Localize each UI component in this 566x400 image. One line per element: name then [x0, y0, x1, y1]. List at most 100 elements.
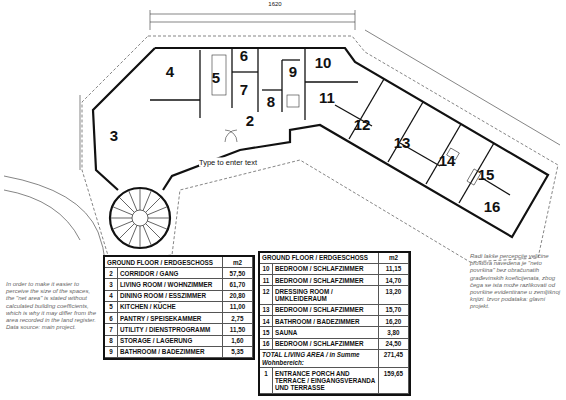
- stair-tread: [147, 207, 167, 215]
- callout-number: 16: [484, 198, 501, 216]
- table-cell: 6: [105, 313, 118, 324]
- note-text: In order to make it easier to perceive t…: [6, 281, 98, 331]
- callout-number: 3: [110, 127, 118, 145]
- stair-tread: [112, 221, 132, 229]
- table-cell: 16,20: [379, 316, 409, 327]
- inner-wall: [281, 60, 282, 112]
- table-cell: DRESSING ROOM / UMKLEIDERAUM: [273, 286, 379, 304]
- table-cell: 1: [260, 368, 273, 394]
- terrace-arc: [4, 190, 80, 240]
- stair-tread: [110, 218, 132, 219]
- terrace-outline: [82, 36, 558, 262]
- callout-number-holder: 5: [212, 69, 220, 87]
- table-cell: 14,70: [379, 275, 409, 286]
- table-cell: 20,80: [223, 291, 253, 302]
- inner-wall: [426, 124, 461, 184]
- table-cell: 9: [105, 347, 118, 358]
- dimension-line: [150, 22, 355, 23]
- table-cell: SAUNA: [273, 327, 379, 338]
- callout-number-holder: 9: [289, 63, 297, 81]
- dimension-line: [80, 95, 81, 170]
- callout-number: 14: [439, 152, 456, 170]
- table-cell: GROUND FLOOR / ERDGESCHOSS: [260, 253, 379, 264]
- table-cell: 13: [260, 305, 273, 316]
- callout-number-holder: 11: [319, 89, 335, 107]
- dimension-text: 1620: [268, 1, 281, 8]
- table-cell: m2: [223, 257, 253, 268]
- outer-wall: [93, 48, 155, 190]
- callout-number: 10: [315, 54, 332, 72]
- callout-number: 11: [319, 89, 335, 107]
- kitchen-counter: [212, 55, 226, 95]
- table-cell: 4: [105, 291, 118, 302]
- table-cell: 11,00: [223, 302, 253, 313]
- door-swing: [225, 130, 237, 142]
- stair-tread: [129, 190, 137, 210]
- callout-number: 7: [240, 81, 248, 99]
- table-cell: 15,70: [379, 305, 409, 316]
- note-text-holder: Radi lakše percepcije veličine prostora …: [470, 253, 562, 311]
- inner-wall: [232, 71, 258, 72]
- callout-number: 15: [478, 166, 495, 184]
- table-cell: 8: [105, 336, 118, 347]
- table-cell: 5: [105, 302, 118, 313]
- table-cell: 3,80: [379, 327, 409, 338]
- callout-number: 9: [289, 63, 297, 81]
- table-cell: DINING ROOM / ESSZIMMER: [118, 291, 223, 302]
- table-cell: ENTRANCE PORCH AND TERRACE / EINGANGSVER…: [273, 368, 379, 394]
- callout-number: 8: [267, 93, 275, 111]
- note-text-holder: In order to make it easier to perceive t…: [6, 281, 98, 331]
- callout-number-holder: 14: [439, 152, 456, 170]
- table-cell: 11: [260, 275, 273, 286]
- stair-core: [132, 210, 148, 226]
- callout-number-holder: 13: [394, 134, 411, 152]
- dimension-line: [150, 10, 151, 30]
- callout-number-holder: 2: [246, 112, 254, 130]
- table-cell: BATHROOM / BADEZIMMER: [273, 316, 379, 327]
- table-cell: TOTAL LIVING AREA / in Summe Wohnbereich…: [260, 350, 379, 368]
- spiral-stair: [110, 188, 170, 248]
- dimension-line: [355, 10, 356, 30]
- inner-wall: [349, 79, 384, 139]
- table-cell: 10: [260, 264, 273, 275]
- table-cell: 16: [260, 339, 273, 350]
- inner-wall: [199, 50, 200, 118]
- table-cell: BEDROOM / SCHLAFZIMMER: [273, 305, 379, 316]
- stair-tread: [140, 226, 141, 248]
- callout-number: 6: [240, 47, 248, 65]
- table-cell: 2,75: [223, 313, 253, 324]
- table-cell: 57,50: [223, 268, 253, 279]
- table-cell: 5,35: [223, 347, 253, 358]
- area-table: GROUND FLOOR / ERDGESCHOSSm210BEDROOM / …: [258, 251, 411, 396]
- stair-treads: [110, 188, 170, 248]
- table-cell: 61,70: [223, 279, 253, 290]
- callout-number: 4: [166, 63, 174, 81]
- table-cell: 11,50: [223, 324, 253, 335]
- inner-wall: [459, 143, 494, 203]
- inner-wall: [282, 59, 300, 60]
- inner-wall: [257, 48, 258, 112]
- callout-number-holder: 8: [267, 93, 275, 111]
- callout-number-holder: 10: [315, 54, 332, 72]
- inner-wall: [305, 81, 358, 82]
- callout-number: 2: [246, 112, 254, 130]
- table-cell: BEDROOM / SCHLAFZIMMER: [273, 275, 379, 286]
- callout-number: 5: [212, 69, 220, 87]
- table-cell: 7: [105, 324, 118, 335]
- table-cell: BEDROOM / SCHLAFZIMMER: [273, 339, 379, 350]
- stair-tread: [140, 188, 141, 210]
- callout-number-holder: 6: [240, 47, 248, 65]
- stair-tread: [148, 218, 170, 219]
- table-cell: LIVING ROOM / WOHNZIMMER: [118, 279, 223, 290]
- table-cell: 159,65: [379, 368, 409, 394]
- table-cell: m2: [379, 253, 409, 264]
- outer-wall: [155, 48, 548, 237]
- callout-number-holder: 3: [110, 127, 118, 145]
- table-cell: CORRIDOR / GANG: [118, 268, 223, 279]
- table-cell: KITCHEN / KÜCHE: [118, 302, 223, 313]
- inner-wall: [262, 89, 282, 90]
- table-cell: UTILITY / DIENSTPROGRAMM: [118, 324, 223, 335]
- table-cell: PANTRY / SPEISEKAMMER: [118, 313, 223, 324]
- shower: [287, 95, 299, 107]
- inner-wall: [231, 48, 232, 108]
